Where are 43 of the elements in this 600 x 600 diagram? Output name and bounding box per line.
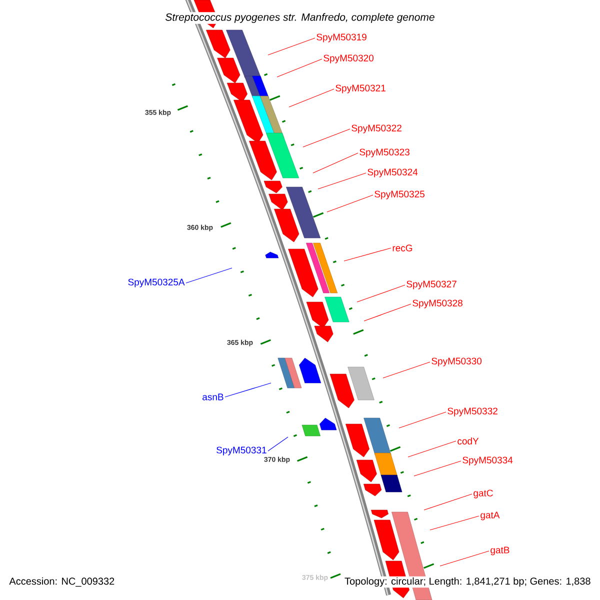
gene-label: SpyM50320 (324, 54, 374, 64)
gene-label: asnB (202, 394, 224, 400)
gene-label: gatC (474, 490, 493, 498)
gene-label: SpyM50331 (216, 446, 266, 456)
gene-label: gatA (480, 512, 500, 520)
leader-line (326, 194, 374, 212)
leader-line (318, 172, 366, 190)
leader-line (364, 304, 412, 322)
leader-line (312, 152, 358, 174)
leader-line (408, 440, 456, 458)
leader-line (224, 382, 272, 398)
gene-label: SpyM50334 (462, 456, 513, 466)
gene-label: SpyM50319 (316, 34, 366, 42)
gene-label: SpyM50328 (412, 300, 462, 308)
gene-label: gatB (490, 546, 510, 556)
gene-label: SpyM50327 (406, 280, 456, 290)
leader-line (356, 284, 406, 302)
leader-line (186, 268, 232, 284)
gene-label: SpyM50332 (448, 408, 498, 416)
leader-line (382, 362, 430, 378)
leader-line (344, 248, 392, 262)
leader-line (276, 58, 322, 78)
gene-label: SpyM50322 (352, 124, 402, 134)
leader-line (424, 494, 472, 510)
gene-label: SpyM50324 (368, 168, 418, 178)
leader-line (288, 88, 334, 108)
gene-label: codY (458, 438, 479, 444)
summary-text: Topology: circular; Length: 1,841,271 bp; Genes: 1,838 (344, 576, 592, 588)
accession-text: Accession: NC_009332 (8, 576, 116, 588)
gene-label: SpyM50325 (374, 190, 424, 200)
gene-label: SpyM50321 (336, 84, 386, 94)
leader-line (268, 436, 288, 452)
gene-label: recG (392, 244, 412, 252)
leader-line (268, 38, 316, 56)
leader-line (302, 128, 350, 148)
leader-line (414, 460, 462, 476)
leader-line (398, 412, 446, 428)
title: Streptococcus pyogenes str. Manfredo, complete genome (164, 12, 436, 24)
gene-label: SpyM50323 (360, 148, 410, 158)
gene-label: SpyM50325A (128, 278, 185, 288)
gene-label: SpyM50330 (432, 358, 482, 366)
leader-line (430, 516, 480, 530)
leader-line (440, 550, 490, 566)
